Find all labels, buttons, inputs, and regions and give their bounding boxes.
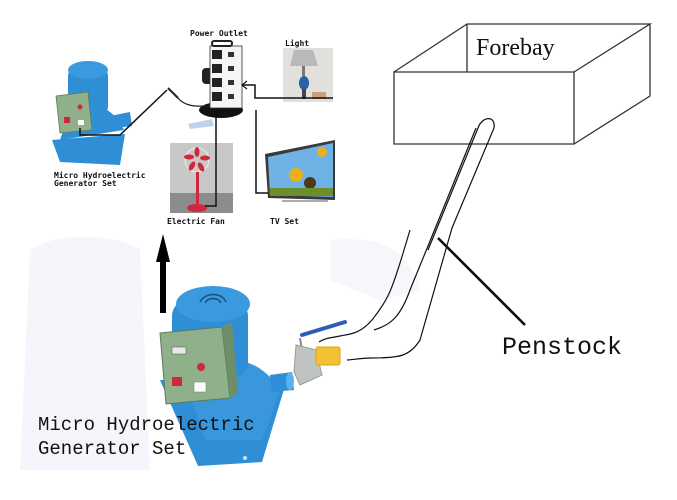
generator-small-label-line2: Generator Set [54,179,117,188]
wire-outlet-to-tv [255,110,268,194]
valve-handle-icon [300,320,347,337]
penstock-label: Penstock [502,333,623,362]
wire-outlet-to-fan [205,110,217,207]
light-label: Light [285,39,310,48]
yellow-coupling-icon [315,346,341,366]
elbow-fitting-icon [293,344,323,386]
generator-main-label-line1: Micro Hydroelectric [38,414,255,436]
forebay-label: Forebay [476,35,555,61]
wire-light-to-outlet [243,84,333,99]
generator-main-label-line2: Generator Set [38,438,187,460]
electric-fan-label: Electric Fan [167,217,225,226]
wire-generator-to-plug [79,89,168,136]
arrowhead-icon [241,80,248,90]
generator-small-label-line1: Micro Hydroelectric [54,171,146,180]
power-outlet-label: Power Outlet [190,29,248,38]
penstock-leader-line [437,237,526,326]
tv-set-label: TV Set [270,217,299,226]
